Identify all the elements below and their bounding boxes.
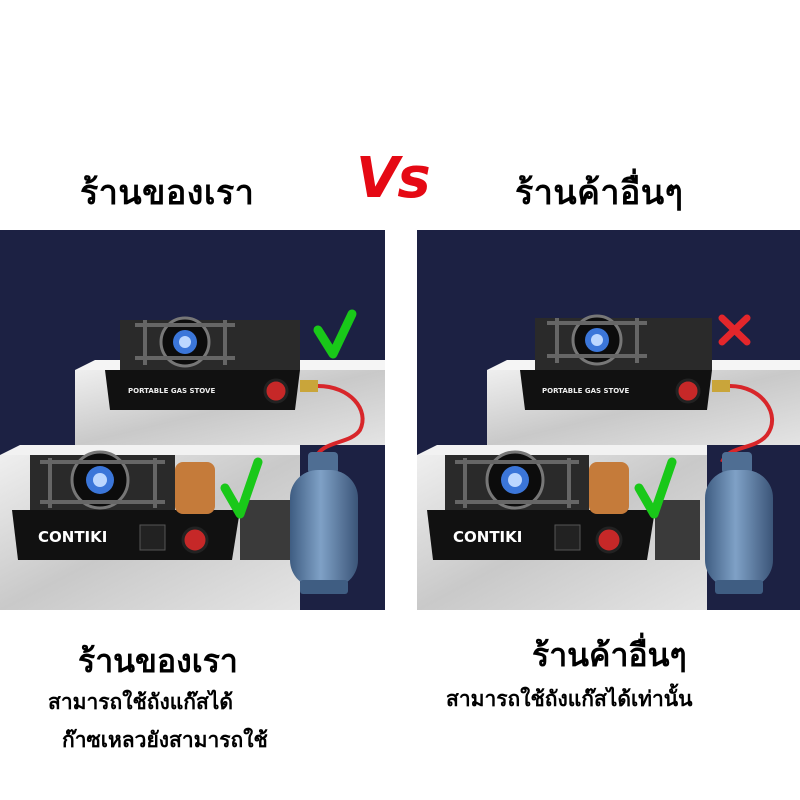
bottom-stove-brand: CONTIKI — [38, 528, 107, 546]
left-caption-line-1: สามารถใช้ถังแก๊สได้ — [48, 690, 233, 714]
left-heading: ร้านของเรา — [80, 173, 255, 213]
vs-label: Vs — [356, 146, 431, 211]
right-scene: PORTABLE GAS STOVE CONTIKI — [417, 230, 800, 610]
bottom-check-icon — [634, 457, 677, 519]
right-caption-line-1: สามารถใช้ถังแก๊สได้เท่านั้น — [446, 687, 693, 711]
gas-tank — [290, 452, 358, 594]
right-caption-title: ร้านค้าอื่นๆ — [532, 636, 687, 674]
gas-connector — [300, 380, 318, 392]
top-stove: PORTABLE GAS STOVE — [520, 314, 712, 410]
bottom-stove-brand: CONTIKI — [453, 528, 522, 546]
top-cross-icon — [718, 314, 751, 346]
gas-hose — [720, 384, 774, 463]
bottom-stove: CONTIKI — [12, 450, 290, 560]
top-stove: PORTABLE GAS STOVE — [105, 316, 300, 410]
left-comparison-image: PORTABLE GAS STOVE CONTIKI — [0, 230, 385, 610]
gas-tank — [705, 452, 773, 594]
right-heading: ร้านค้าอื่นๆ — [515, 173, 684, 213]
top-check-icon — [313, 309, 357, 359]
bottom-stove: CONTIKI — [427, 450, 700, 560]
bottom-check-icon — [220, 457, 263, 519]
left-scene: PORTABLE GAS STOVE CONTIKI — [0, 230, 385, 610]
left-caption-line-2: ก๊าซเหลวยังสามารถใช้ — [62, 728, 268, 752]
gas-hose — [313, 384, 365, 461]
top-stove-label: PORTABLE GAS STOVE — [542, 387, 629, 395]
left-caption-title: ร้านของเรา — [78, 642, 238, 680]
top-stove-label: PORTABLE GAS STOVE — [128, 387, 215, 395]
right-comparison-image: PORTABLE GAS STOVE CONTIKI — [417, 230, 800, 610]
gas-connector — [712, 380, 730, 392]
